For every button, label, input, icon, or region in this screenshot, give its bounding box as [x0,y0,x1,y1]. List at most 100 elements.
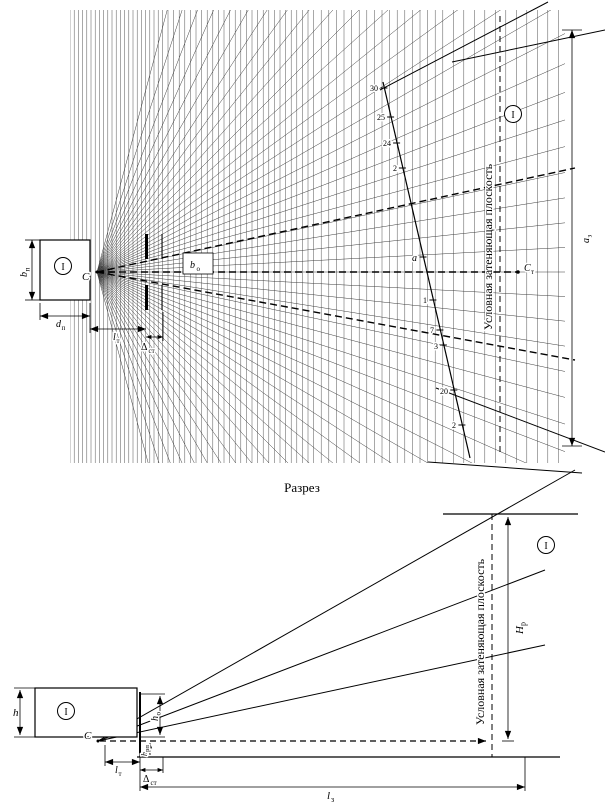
tick-label: 1 [423,296,427,305]
plan-building-marker-label: I [511,110,514,121]
grid-line [96,271,160,463]
section-dim-hrp-label: h рп [139,743,153,757]
plan-window-width-label-box [182,252,214,275]
svg-text:о: о [155,712,163,716]
svg-text:з: з [586,235,594,238]
plan-sight-rays-dashed [96,167,576,361]
plan-dim-dp-sub: п [62,324,66,332]
section-room-marker-label: I [64,707,67,718]
tick-label: 2 [452,421,456,430]
sight-ray [97,644,546,742]
section-building-marker-label: I [544,541,547,552]
grid-line [96,271,565,452]
plan-dimensions [25,29,582,447]
plan-point-c-dot [95,270,99,274]
grid-line [96,10,288,273]
section-shading-plane-label: Условная затеняющая плоскость [472,557,489,727]
grid-line [96,271,183,463]
section-dim-h-label: h [13,707,19,719]
plan-dim-dst-sub: ст [149,347,155,355]
grid-line [96,271,565,297]
tick-label: 24 [383,139,391,148]
grid-line [96,10,310,273]
tick-label: 30 [370,84,378,93]
section-dim-ho-label: h о [149,710,165,723]
grid-line [96,271,149,463]
sight-ray [97,569,546,742]
grid-line [96,10,168,273]
grid-line [96,10,198,273]
section-dim-dst-sub: ст [151,779,157,787]
svg-text:h: h [140,752,149,756]
grid-line [96,10,501,273]
plan-shading-plane-label: Условная затеняющая плоскость [480,162,497,332]
tick-label: 7 [430,326,434,335]
plan-dim-bo-sub: о [197,265,201,273]
section-dim-lt-label: l [115,765,118,776]
grid-line [96,119,565,273]
grid-line [96,10,459,273]
section-room-marker-circle [57,702,75,720]
section-dimensions [14,517,526,791]
section-point-c-label: C [84,730,92,742]
grid-line [96,146,565,273]
grid-line [96,10,183,273]
grid-line [96,271,171,463]
section-room-box [34,687,138,738]
tick-label: 2 [393,164,397,173]
grid-line [96,271,565,398]
plan-point-ct-sub: т [531,268,534,276]
grid-line [96,271,527,463]
grid-line [96,271,334,463]
grid-line [96,10,389,273]
plan-dim-lt-sub: т [117,337,120,345]
grid-line [96,63,565,273]
section-dim-hr-label: H р [513,621,530,637]
plan-dim-lt-label: l [113,332,116,343]
plan-dim-bp-label: b п [18,266,34,279]
section-dim-dst-label: Δ [143,774,150,785]
svg-text:рп: рп [144,745,151,752]
grid-line [96,271,310,463]
plan-counting-tick-labels: 30 25 24 2 a 1 7 3 20 2 [369,83,458,432]
sight-ray [97,469,576,742]
svg-text:Условная затеняющая плоскость: Условная затеняющая плоскость [473,558,487,725]
grid-line [96,33,565,273]
svg-text:Условная затеняющая плоскость: Условная затеняющая плоскость [481,163,495,330]
plan-building-marker-circle [504,105,522,123]
grid-line [96,271,565,372]
plan-point-ct-label: C [524,263,531,274]
tick-label: 20 [440,387,448,396]
section-point-c-dot [96,739,100,743]
grid-line [96,172,565,273]
grid-line [96,271,237,463]
section-dim-lz-label: l [327,790,330,802]
section-building-marker-circle [537,536,555,554]
plan-room-marker-circle [54,257,72,275]
counting-line-ticks [380,87,466,426]
grid-line [96,271,270,463]
section-main-lines [97,469,578,758]
svg-text:п: п [24,268,32,272]
counting-line [382,81,471,459]
plan-wall-window [145,234,163,310]
section-dim-lt-sub: т [119,770,122,778]
tick-label: a [412,253,417,264]
plan-room-marker-label: I [61,262,64,273]
section-caption: Разрез [284,480,320,495]
svg-text:h: h [150,716,161,721]
plan-view: b о I I C C т b п d п l т Δ ст a з Услов… [18,1,605,474]
grid-line [96,271,473,463]
grid-line [96,10,421,273]
plan-dim-az-label: a з [580,233,596,245]
grid-line [96,271,392,463]
grid-line [96,271,565,425]
grid-line [96,10,268,273]
grid-line [96,10,231,273]
plan-point-ct-dot [516,270,520,274]
grid-line [96,271,565,322]
grid-line [96,271,361,463]
plan-grid-vertical-lines [70,10,559,463]
grid-line [96,271,195,463]
